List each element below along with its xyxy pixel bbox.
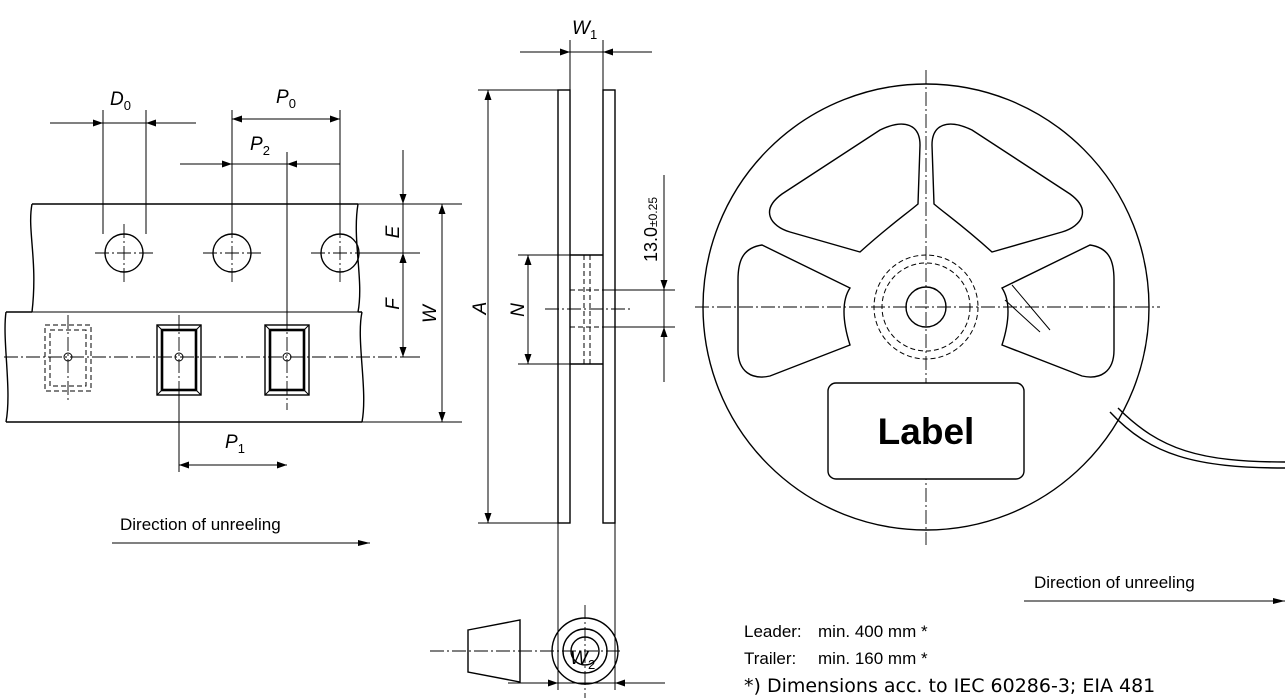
trailer-value: min. 160 mm * (818, 649, 928, 668)
reel-front-view: Label Direction of unreeling (695, 70, 1285, 604)
hub-detail-bore (570, 636, 600, 666)
hub-detail-cone (467, 619, 521, 683)
tape-direction-label: Direction of unreeling (120, 515, 281, 534)
w1-extension-lines (569, 40, 604, 90)
leader-key: Leader: (744, 622, 802, 641)
reel-hub-bore (570, 255, 603, 364)
reel-window-right (1000, 244, 1115, 378)
footnote: *) Dimensions acc. to IEC 60286-3; EIA 4… (744, 675, 1155, 697)
w1-label: W1 (572, 18, 597, 42)
reel-hub (570, 254, 603, 365)
d0-extension-lines (102, 110, 147, 234)
hole-centerlines (95, 224, 369, 282)
reel-window-top-right (931, 123, 1084, 253)
a-label: A (470, 302, 491, 316)
reel-flange-left (557, 89, 571, 524)
d0-label: D0 (110, 89, 131, 113)
reel-direction-label: Direction of unreeling (1034, 573, 1195, 592)
bore-dimension-label: 13.0±0.25 (641, 197, 661, 262)
w2-extension-lines (557, 523, 616, 690)
p0-label: P0 (276, 87, 296, 111)
pocket-bevels (156, 324, 310, 396)
p1-label: P1 (225, 432, 245, 456)
hub-detail-inner (562, 628, 608, 674)
hub-detail-outer (551, 617, 619, 685)
w-label: W (420, 303, 441, 323)
pocket-vertical-centerlines (67, 315, 288, 410)
reel-window-left (737, 244, 852, 378)
reel-flange-right (602, 89, 616, 524)
trailer-key: Trailer: (744, 649, 796, 668)
leader-value: min. 400 mm * (818, 622, 928, 641)
reel-front-centerlines (695, 70, 1160, 545)
p2-label: P2 (250, 134, 270, 158)
notes: Leader: min. 400 mm * Trailer: min. 160 … (744, 622, 1155, 697)
reel-side-view: W1 W2 A N 13.0±0.25 (430, 18, 675, 698)
reel-label-box (827, 382, 1025, 480)
hub-detail-axis (430, 605, 620, 698)
reel-window-top-left (768, 123, 921, 253)
e-label: E (383, 225, 404, 238)
f-label: F (383, 297, 404, 310)
ewf-extension-lines (358, 203, 462, 423)
carrier-tape-view: D0 P0 P2 P1 E F W Direction of unreeling (4, 87, 462, 546)
n-label: N (508, 303, 529, 317)
reel-label-text: Label (878, 411, 975, 452)
reel-window-right-shading (1004, 284, 1051, 333)
p0-extension-lines (231, 110, 341, 234)
reel-leader-tape (1109, 407, 1285, 469)
hidden-pocket-inner (49, 329, 87, 387)
